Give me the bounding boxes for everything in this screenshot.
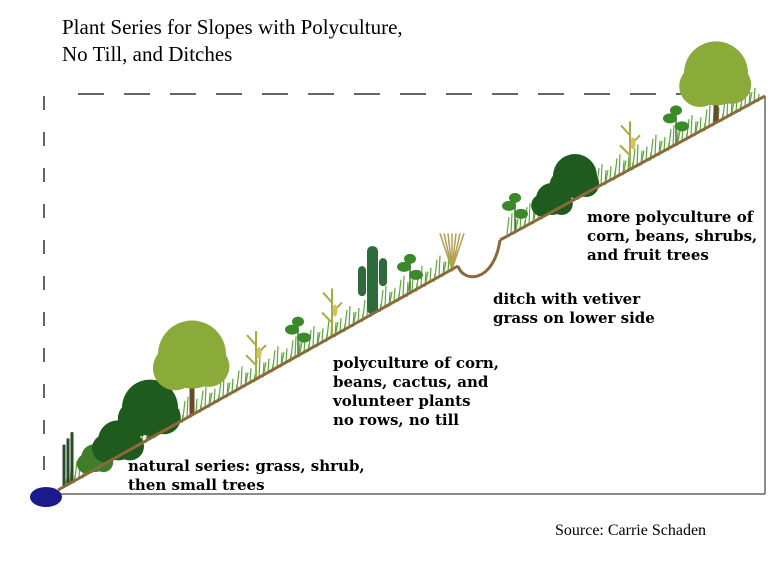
tree-trunk-icon xyxy=(713,92,719,123)
shrub-icon xyxy=(531,194,554,217)
slope-lower-segment xyxy=(57,264,459,492)
label-natural-series: natural series: grass, shrub, then small… xyxy=(128,457,365,494)
label-polyculture-lower: polyculture of corn, beans, cactus, and … xyxy=(333,354,499,429)
label-polyculture-upper: more polyculture of corn, beans, shrubs,… xyxy=(587,208,758,264)
bean-leaf-icon xyxy=(409,269,423,280)
bean-leaf-icon xyxy=(397,261,411,272)
shrub-icon xyxy=(76,453,97,474)
bean-leaf-icon xyxy=(670,105,682,116)
fruit-tree-icon xyxy=(712,65,752,104)
corn-plant-icon xyxy=(321,288,343,337)
bean-leaf-icon xyxy=(509,192,521,203)
bean-leaf-icon xyxy=(675,121,689,132)
bean-leaf-icon xyxy=(502,200,516,211)
bean-leaf-icon xyxy=(663,113,677,124)
source-credit: Source: Carrie Schaden xyxy=(555,522,707,539)
slope-ground xyxy=(57,94,766,492)
corn-cob-icon xyxy=(256,347,262,360)
diagram-frame xyxy=(43,93,766,495)
corn-plant-icon xyxy=(619,121,641,170)
tree-canopy-icon xyxy=(188,346,230,387)
slope-upper-segment xyxy=(499,94,766,242)
diagram-title: Plant Series for Slopes with Polyculture… xyxy=(62,15,403,66)
ditch xyxy=(456,239,502,279)
vetiver-grass-icon xyxy=(451,233,465,270)
tree-canopy-icon xyxy=(117,400,155,438)
cactus-icon xyxy=(367,246,378,315)
corn-cob-icon xyxy=(630,137,636,150)
tree-trunk-icon xyxy=(189,374,195,415)
cactus-arm-icon xyxy=(379,258,387,287)
bean-leaf-icon xyxy=(297,332,311,343)
corn-plant-icon xyxy=(245,331,267,380)
bean-leaf-icon xyxy=(404,253,416,264)
bean-leaf-icon xyxy=(514,208,528,219)
bean-leaf-icon xyxy=(285,324,299,335)
label-ditch: ditch with vetiver grass on lower side xyxy=(493,290,655,327)
fruit-tree-icon xyxy=(679,65,721,108)
cactus-arm-icon xyxy=(358,266,366,297)
shrub-icon xyxy=(92,434,120,463)
tree-canopy-icon xyxy=(152,346,198,391)
water-pond-icon xyxy=(30,487,62,507)
bean-leaf-icon xyxy=(292,316,304,327)
corn-cob-icon xyxy=(332,304,338,317)
fruit-tree-icon xyxy=(549,170,579,200)
